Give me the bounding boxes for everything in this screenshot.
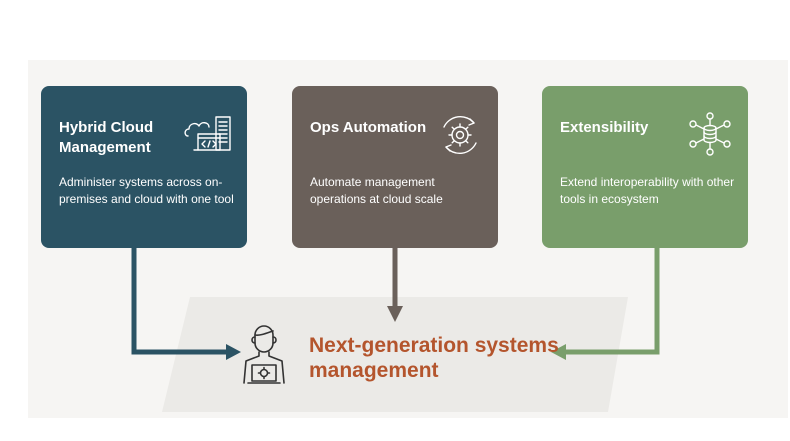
cloud-server-code-icon <box>184 116 231 151</box>
card-description: Extend interoperability with other tools… <box>560 175 735 206</box>
gear-cycle-icon <box>443 115 477 155</box>
card-ops-automation: Ops Automation Automate management opera… <box>292 86 498 248</box>
card-extensibility: Extensibility Extend interoperability wi… <box>542 86 748 248</box>
card-title: Ops Automation <box>310 119 427 136</box>
card-title: Extensibility <box>560 119 649 136</box>
card-description: Automate management operations at cloud … <box>310 175 443 206</box>
card-title: Hybrid Cloud Management <box>59 119 154 156</box>
arrow-ext-to-center <box>551 248 660 360</box>
card-description: Administer systems across on-premises an… <box>59 175 234 206</box>
card-hybrid-cloud-management: Hybrid Cloud Management Administer syste… <box>41 86 247 248</box>
person-laptop-gear-icon <box>243 325 285 384</box>
center-title: Next-generation systems management <box>309 334 559 382</box>
database-network-icon <box>689 112 731 156</box>
arrow-ops-to-center <box>387 248 403 322</box>
arrow-hybrid-to-center <box>131 248 241 360</box>
